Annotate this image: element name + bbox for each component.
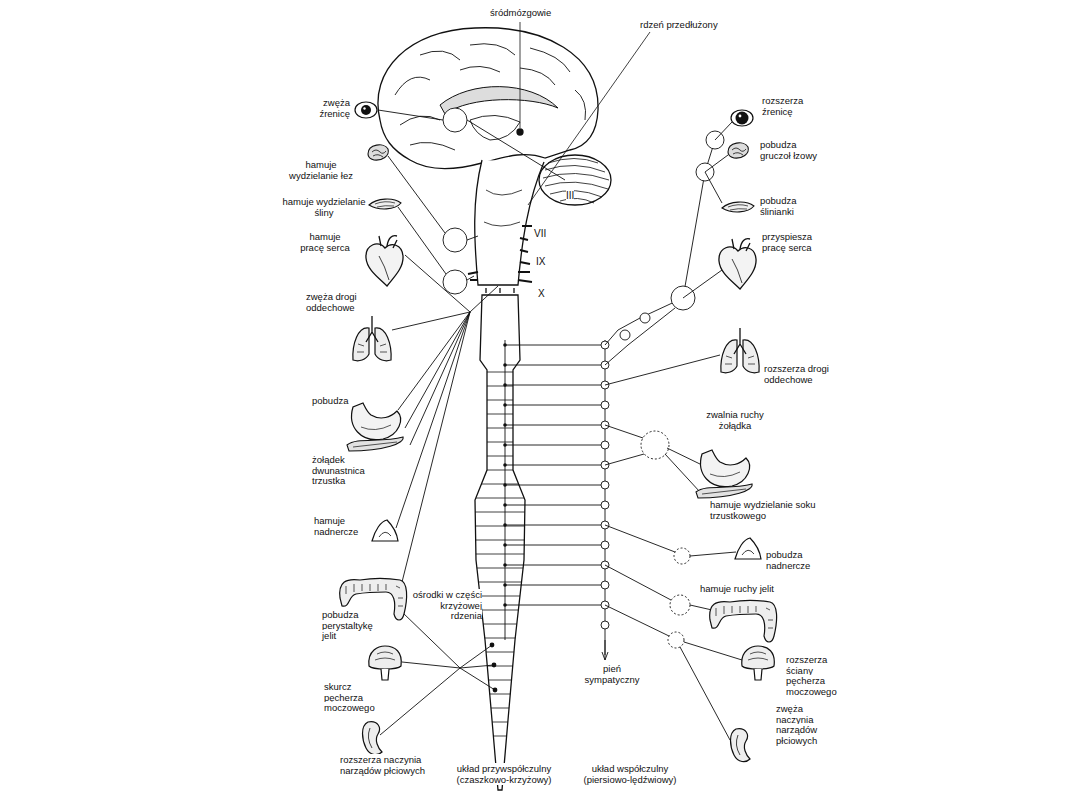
annotation-label: pobudza ślinianki — [760, 196, 820, 217]
label-text: żołądek dwunastnica trzustka — [312, 454, 365, 486]
annotation-label: rozszerza drogi oddechowe — [764, 364, 844, 385]
annotation-label: zwęża naczynia narządów płciowych — [776, 704, 838, 747]
label-text: rdzeń przedłużony — [640, 19, 718, 30]
annotation-label: hamuje pracę serca — [300, 232, 350, 253]
cranial-nerve-number: VII — [534, 228, 558, 239]
annotation-label: układ przywspółczulny (czaszkowo-krzyżow… — [444, 764, 564, 785]
annotation-label: żołądek dwunastnica trzustka — [312, 455, 372, 487]
annotation-label: hamuje ruchy jelit — [700, 584, 788, 595]
label-text: hamuje nadnercze — [314, 515, 358, 537]
label-text: pobudza — [312, 395, 348, 406]
label-text: hamuje pracę serca — [300, 231, 350, 253]
annotation-label: hamuje nadnercze — [314, 516, 370, 537]
annotation-label: pobudza — [312, 396, 360, 407]
annotation-label: pobudza perystaltykę jelit — [322, 610, 386, 642]
label-text: pobudza ślinianki — [760, 195, 796, 217]
label-text: rozszerza ściany pęcherza moczowego — [786, 654, 837, 697]
label-text: pobudza gruczoł łzowy — [760, 139, 817, 161]
annotation-label: śródmózgowie — [490, 8, 580, 19]
label-text: hamuje ruchy jelit — [700, 583, 774, 594]
annotation-label: rozszerza źrenicę — [762, 96, 822, 117]
label-text: śródmózgowie — [490, 7, 551, 18]
label-text: hamuje wydzielanie soku trzustkowego — [710, 499, 816, 521]
cranial-nerve-number: IX — [536, 256, 560, 267]
label-text: zwęża naczynia narządów płciowych — [776, 703, 817, 746]
annotation-label: rozszerza ściany pęcherza moczowego — [786, 655, 848, 698]
label-text: ośrodki w części krzyżowej rdzenia — [413, 589, 482, 621]
annotation-label: zwęża drogi oddechowe — [306, 292, 362, 313]
label-text: pobudza perystaltykę jelit — [322, 609, 373, 641]
annotation-label: rdzeń przedłużony — [640, 20, 740, 31]
annotation-label: zwalnia ruchy żołądka — [700, 410, 770, 431]
label-text: rozszerza naczynia narządów płciowych — [340, 754, 425, 776]
cranial-nerve-number: X — [538, 288, 558, 299]
annotation-label: hamuje wydzielanie soku trzustkowego — [710, 500, 824, 521]
annotation-label: hamuje wydzielanie łez — [282, 160, 360, 181]
nerve-number-text: III — [566, 190, 574, 201]
label-text: skurcz pęcherza moczowego — [324, 681, 375, 713]
label-text: układ przywspółczulny (czaszkowo-krzyżow… — [456, 763, 551, 785]
annotation-label: pień sympatyczny — [582, 664, 642, 685]
label-text: zwęża źrenicę — [319, 97, 350, 119]
annotation-label: rozszerza naczynia narządów płciowych — [340, 755, 444, 776]
annotation-label: przyspiesza pracę serca — [762, 232, 824, 253]
annotation-label: hamuje wydzielanie śliny — [282, 197, 366, 218]
annotation-label: zwęża źrenicę — [298, 98, 350, 119]
label-text: zwalnia ruchy żołądka — [706, 409, 764, 431]
label-text: hamuje wydzielanie łez — [289, 159, 353, 181]
cranial-nerve-number: III — [566, 190, 588, 201]
label-text: hamuje wydzielanie śliny — [283, 196, 366, 218]
label-text: pobudza nadnercze — [766, 549, 810, 571]
nerve-number-text: VII — [534, 228, 546, 239]
label-text: układ współczulny (piersiowo-lędźwiowy) — [584, 763, 677, 785]
label-text: rozszerza drogi oddechowe — [764, 363, 829, 385]
annotation-label: skurcz pęcherza moczowego — [324, 682, 386, 714]
annotation-label: pobudza gruczoł łzowy — [760, 140, 818, 161]
annotation-label: układ współczulny (piersiowo-lędźwiowy) — [574, 764, 686, 785]
nerve-number-text: X — [538, 288, 545, 299]
annotation-label: pobudza nadnercze — [766, 550, 824, 571]
annotation-label: ośrodki w części krzyżowej rdzenia — [412, 590, 482, 622]
nerve-number-text: IX — [536, 256, 545, 267]
label-text: rozszerza źrenicę — [762, 95, 803, 117]
label-text: zwęża drogi oddechowe — [306, 291, 357, 313]
label-text: przyspiesza pracę serca — [762, 231, 812, 253]
label-text: pień sympatyczny — [585, 663, 640, 685]
